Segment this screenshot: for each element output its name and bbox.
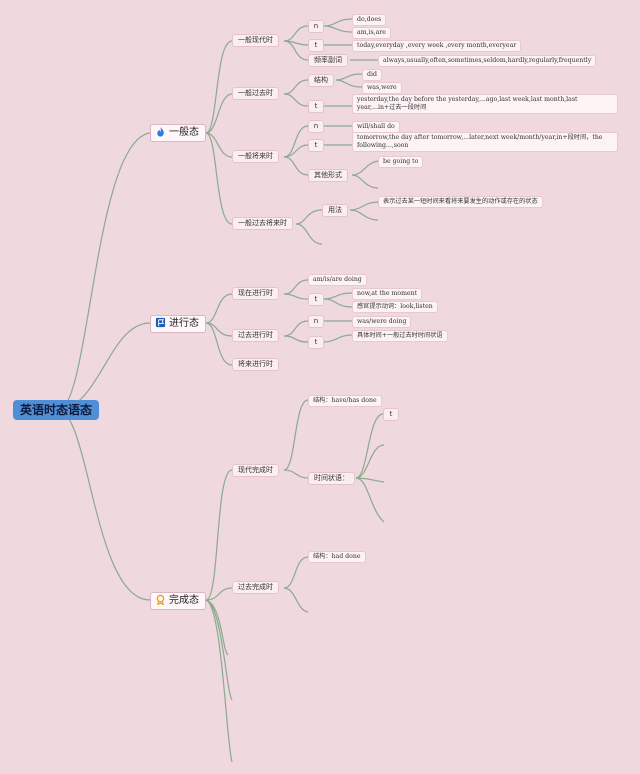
- present-perfect-time[interactable]: 时间状语：: [308, 472, 355, 485]
- topic-general[interactable]: 一般态: [150, 124, 206, 142]
- past-progressive-t[interactable]: t: [308, 336, 324, 349]
- fire-icon: [155, 126, 166, 137]
- simple-present-t-item[interactable]: today,everyday ,every week ,every month,…: [352, 40, 522, 52]
- topic-label: 进行态: [169, 318, 199, 329]
- topic-label: 一般态: [169, 127, 199, 138]
- simple-future-t-item[interactable]: tomorrow,the day after tomorrow,...later…: [352, 132, 618, 152]
- past-progressive-n[interactable]: n: [308, 315, 324, 328]
- present-perfect-struct[interactable]: 结构：have/has done: [308, 395, 382, 407]
- simple-future-n[interactable]: n: [308, 120, 324, 133]
- past-progressive[interactable]: 过去进行时: [232, 329, 279, 342]
- simple-past-t-item[interactable]: yesterday,the day before the yesterday,.…: [352, 94, 618, 114]
- award-icon: [155, 594, 166, 606]
- simple-past[interactable]: 一般过去时: [232, 87, 279, 100]
- simple-past-t[interactable]: t: [308, 100, 324, 113]
- simple-past-struct[interactable]: 结构: [308, 74, 334, 87]
- topic-label: 完成态: [169, 595, 199, 606]
- past-future-usage[interactable]: 用法: [322, 204, 348, 217]
- past-progressive-n-item[interactable]: was/were doing: [352, 316, 412, 328]
- root-topic[interactable]: 英语时态语态: [13, 400, 100, 420]
- flag-icon: [155, 317, 166, 328]
- present-perfect-t[interactable]: t: [383, 408, 399, 421]
- simple-future[interactable]: 一般将来时: [232, 150, 279, 163]
- simple-present-t[interactable]: t: [308, 39, 324, 52]
- simple-present-n[interactable]: n: [308, 20, 324, 33]
- topic-perfect[interactable]: 完成态: [150, 592, 206, 610]
- simple-future-t[interactable]: t: [308, 139, 324, 152]
- simple-future-other-item[interactable]: be going to: [378, 156, 424, 168]
- past-future[interactable]: 一般过去将来时: [232, 217, 293, 230]
- past-future-usage-item[interactable]: 表示过去某一短时间来看将来要发生的动作或存在的状态: [378, 196, 543, 208]
- past-progressive-t-item[interactable]: 具体时间+一般过去时时间状语: [352, 330, 448, 342]
- future-progressive[interactable]: 将来进行时: [232, 358, 279, 371]
- simple-present-freq[interactable]: 频率副词: [308, 54, 348, 67]
- simple-present[interactable]: 一般现代时: [232, 34, 279, 47]
- present-progressive-t-item[interactable]: now,at the moment: [352, 288, 423, 300]
- present-progressive-t-item[interactable]: 感官提示动词：look,listen: [352, 301, 438, 313]
- simple-present-n-item[interactable]: am,is,are: [352, 27, 391, 39]
- simple-past-struct-item[interactable]: was,were: [362, 82, 402, 94]
- simple-past-struct-item[interactable]: did: [362, 69, 382, 81]
- present-perfect[interactable]: 现代完成时: [232, 464, 279, 477]
- present-progressive[interactable]: 现在进行时: [232, 287, 279, 300]
- present-progressive-t[interactable]: t: [308, 293, 324, 306]
- past-perfect[interactable]: 过去完成时: [232, 581, 279, 594]
- topic-progressive[interactable]: 进行态: [150, 315, 206, 333]
- past-perfect-struct[interactable]: 结构：had done: [308, 551, 366, 563]
- present-progressive-item[interactable]: am/is/are doing: [308, 274, 367, 286]
- simple-present-freq-item[interactable]: always,usually,often,sometimes,seldom,ha…: [378, 55, 597, 67]
- simple-present-n-item[interactable]: do,does: [352, 14, 387, 26]
- simple-future-other[interactable]: 其他形式: [308, 169, 348, 182]
